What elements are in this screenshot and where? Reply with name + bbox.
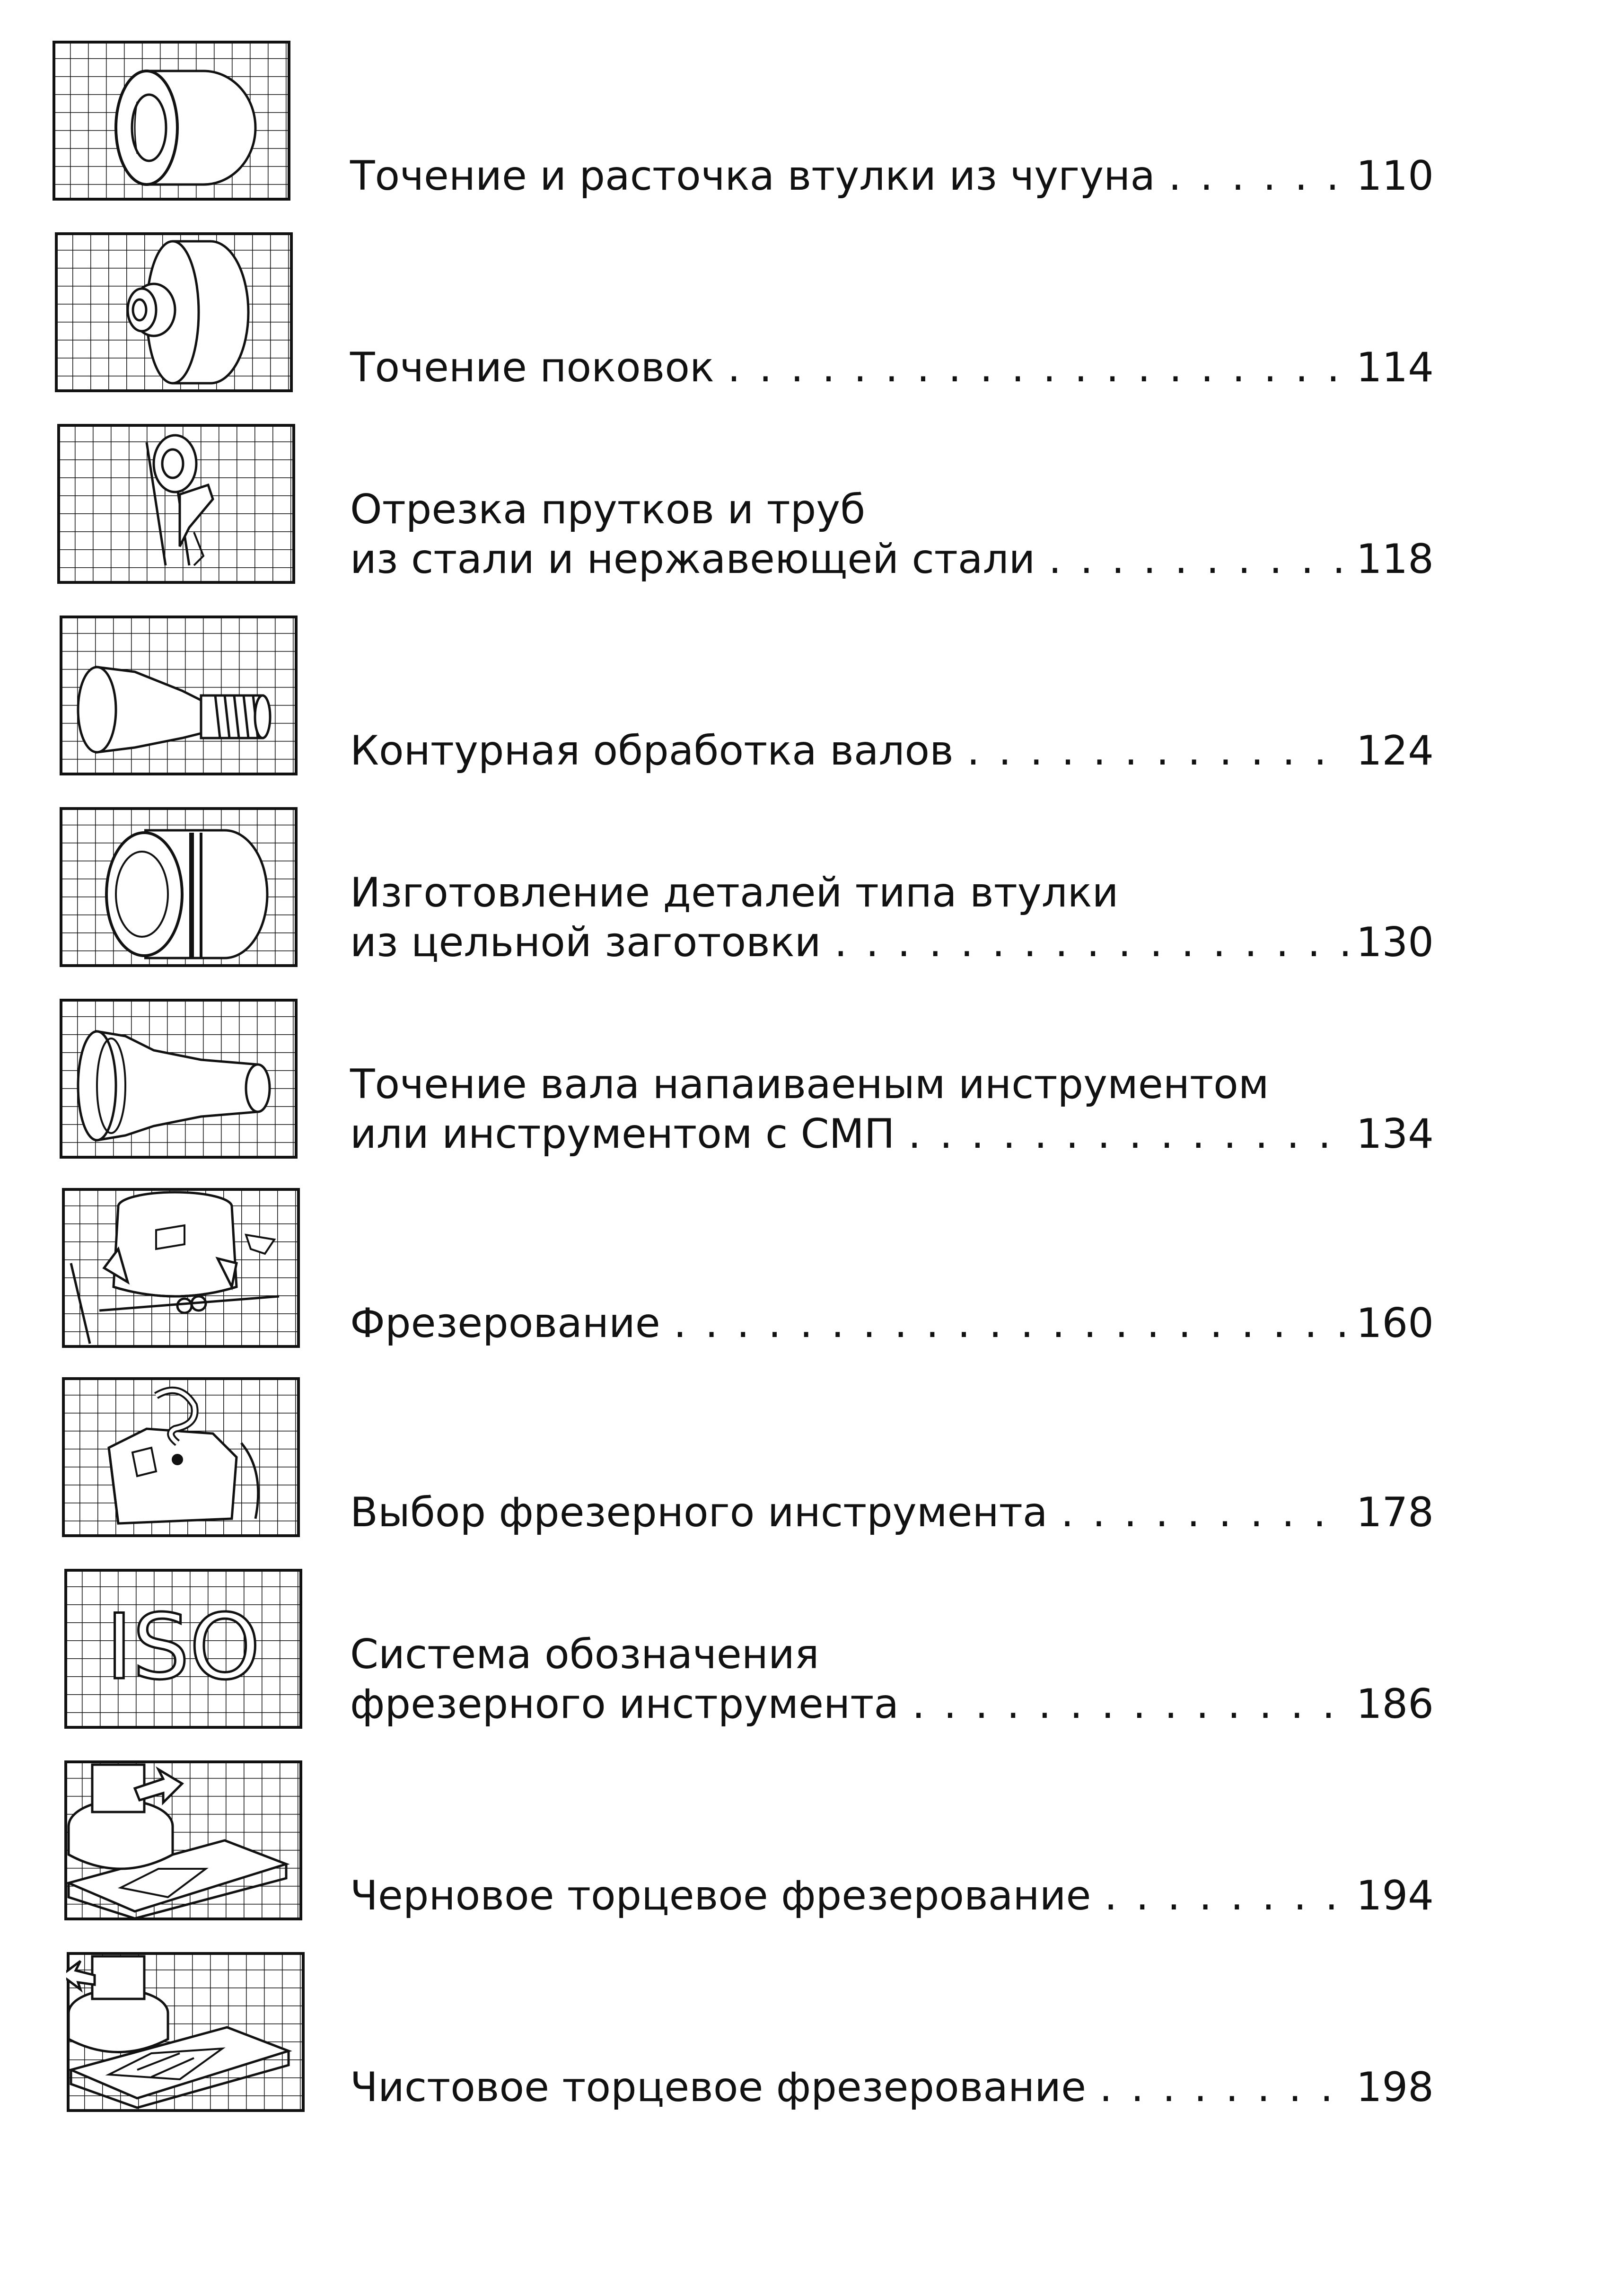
toc-entry-page: 178 (1356, 1489, 1434, 1536)
toc-entry-line: из стали и нержавеющей стали 118 (350, 535, 1434, 584)
toc-entry[interactable]: Точение вала напаиваеным инструментом ил… (0, 998, 1623, 1169)
milling-cutter-icon (61, 1188, 300, 1348)
toc-entry-line: из цельной заготовки 130 (350, 918, 1434, 968)
toc-entry-line: Отрезка прутков и труб (350, 485, 1434, 535)
dot-leader (728, 343, 1348, 393)
toc-entry-title: фрезерного инструмента (350, 1680, 899, 1728)
face-milling-rough-icon (64, 1760, 303, 1921)
toc-entry-title: Фрезерование (350, 1300, 660, 1347)
toc-entry-line: Система обозначения (350, 1630, 1434, 1680)
toc-entry-page: 198 (1356, 2064, 1434, 2111)
toc-entry[interactable]: Выбор фрезерного инструмента 178 (0, 1377, 1623, 1547)
toc-entry-page: 124 (1356, 727, 1434, 774)
threaded-shaft-icon (59, 615, 298, 776)
toc-entry-line: Точение поковок 114 (350, 343, 1434, 393)
dot-leader (908, 1109, 1348, 1159)
toc-entry[interactable]: Контурная обработка валов 124 (0, 615, 1623, 785)
toc-entry-line: Точение и расточка втулки из чугуна 110 (350, 151, 1434, 201)
toc-entry-title: Точение поковок (350, 344, 714, 391)
forging-icon (54, 232, 293, 393)
cutter-choice-icon (61, 1377, 300, 1538)
toc-entry[interactable]: Изготовление деталей типа втулки из цель… (0, 807, 1623, 977)
toc-entry-title: Изготовление деталей типа втулки (350, 869, 1119, 916)
toc-entry-line: Черновое торцевое фрезерование 194 (350, 1871, 1434, 1921)
toc-entry-line: или инструментом с СМП 134 (350, 1109, 1434, 1159)
dot-leader (1048, 535, 1347, 584)
toc-entry-line: Фрезерование 160 (350, 1299, 1434, 1348)
toc-entry-line: Точение вала напаиваеным инструментом (350, 1060, 1434, 1109)
toc-entry-title: Черновое торцевое фрезерование (350, 1872, 1091, 1919)
toc-entry-page: 160 (1356, 1300, 1434, 1347)
toc-entry[interactable]: ISO Система обозначения фрезерного инстр… (0, 1568, 1623, 1739)
toc-entry-page: 134 (1356, 1110, 1434, 1158)
toc-entry-title: Отрезка прутков и труб (350, 486, 866, 533)
toc-entry-title: из цельной заготовки (350, 919, 821, 966)
toc-entry-page: 110 (1356, 152, 1434, 200)
dot-leader (1168, 151, 1348, 201)
toc-entry[interactable]: Точение поковок 114 (0, 232, 1623, 402)
toc-entry-page: 130 (1356, 919, 1434, 966)
dot-leader (1061, 1488, 1348, 1538)
toc-entry[interactable]: Точение и расточка втулки из чугуна 110 (0, 40, 1623, 211)
toc-entry-line: Чистовое торцевое фрезерование 198 (350, 2063, 1434, 2112)
toc-entry-page: 194 (1356, 1872, 1434, 1919)
toc-entry-line: Контурная обработка валов 124 (350, 726, 1434, 776)
dot-leader (967, 726, 1348, 776)
shaft-icon (59, 998, 298, 1159)
toc-entry-line: Изготовление деталей типа втулки (350, 868, 1434, 918)
toc-entry-title: Точение и расточка втулки из чугуна (350, 152, 1156, 200)
toc-entry-title: или инструментом с СМП (350, 1110, 895, 1158)
bushing-solid-icon (59, 807, 298, 968)
toc-entry-page: 186 (1356, 1680, 1434, 1728)
toc-entry-title: Система обозначения (350, 1631, 819, 1678)
dot-leader (674, 1299, 1348, 1348)
iso-icon: ISO (64, 1568, 303, 1729)
toc-entry-line: Выбор фрезерного инструмента 178 (350, 1488, 1434, 1538)
toc-entry[interactable]: Чистовое торцевое фрезерование 198 (0, 1952, 1623, 2122)
toc-entry[interactable]: Отрезка прутков и труб из стали и нержав… (0, 423, 1623, 594)
toc-entry-page: 118 (1356, 536, 1434, 583)
toc-entry-title: Чистовое торцевое фрезерование (350, 2064, 1086, 2111)
toc-entry[interactable]: Фрезерование 160 (0, 1188, 1623, 1358)
toc-entry-title: Выбор фрезерного инструмента (350, 1489, 1048, 1536)
dot-leader (912, 1680, 1348, 1729)
dot-leader (1099, 2063, 1348, 2112)
face-milling-finish-icon (66, 1952, 305, 2112)
dot-leader (1104, 1871, 1347, 1921)
parting-off-icon (57, 423, 296, 584)
toc-entry-page: 114 (1356, 344, 1434, 391)
toc-entry[interactable]: Черновое торцевое фрезерование 194 (0, 1760, 1623, 1930)
dot-leader (834, 918, 1348, 968)
toc-entry-title: Контурная обработка валов (350, 727, 954, 774)
toc-entry-title: из стали и нержавеющей стали (350, 536, 1035, 583)
iso-logo-text: ISO (106, 1595, 260, 1699)
toc-entry-title: Точение вала напаиваеным инструментом (350, 1061, 1269, 1108)
bushing-cast-iron-icon (52, 40, 291, 201)
toc-entry-line: фрезерного инструмента 186 (350, 1680, 1434, 1729)
